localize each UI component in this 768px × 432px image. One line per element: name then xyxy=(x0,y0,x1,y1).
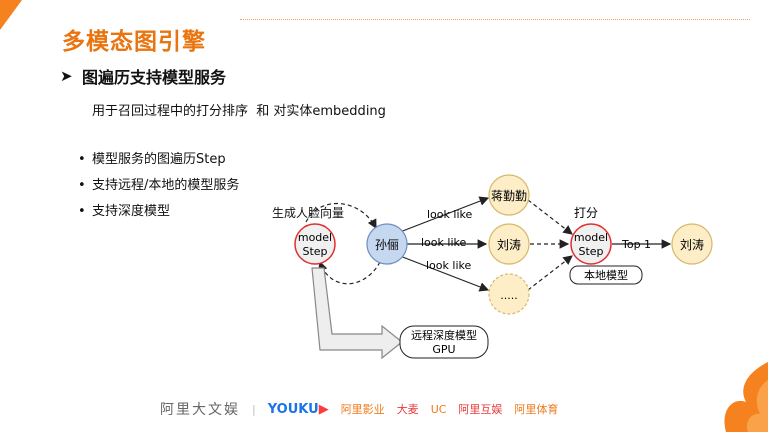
section-title: 图遍历支持模型服务 xyxy=(82,68,227,87)
node-result: 刘涛 xyxy=(671,223,713,265)
node-candidate-b: 刘涛 xyxy=(488,223,530,265)
logo-film: 阿里影业 xyxy=(340,403,385,416)
bullet-list: •模型服务的图遍历Step •支持远程/本地的模型服务 •支持深度模型 xyxy=(78,150,239,228)
edge-face-vector xyxy=(305,202,377,230)
svg-text:Step: Step xyxy=(302,245,327,258)
remote-model-box: 远程深度模型 GPU xyxy=(399,325,489,359)
svg-text:GPU: GPU xyxy=(432,343,455,356)
bullet-icon: • xyxy=(78,152,86,167)
edge-to-node-c xyxy=(399,255,490,292)
logo-sports: 阿里体育 xyxy=(514,403,559,416)
edge-c-to-model xyxy=(527,255,573,291)
svg-text:model: model xyxy=(574,231,608,244)
node-model-step-2: model Step xyxy=(570,223,612,265)
list-item: •支持远程/本地的模型服务 xyxy=(78,176,239,202)
svg-text:蒋勤勤: 蒋勤勤 xyxy=(491,189,527,203)
edge-label-face: 生成人脸向量 xyxy=(272,205,344,220)
list-item: •支持深度模型 xyxy=(78,202,239,228)
footer-logos: 阿里大文娱 | YOUKU▶ 阿里影业 大麦 UC 阿里互娱 阿里体育 xyxy=(160,398,670,420)
edge-label-lookalike: look like xyxy=(427,208,472,221)
label-local-model: 本地模型 xyxy=(569,265,643,285)
brand-logo: 阿里大文娱 xyxy=(160,402,240,418)
edge-face-vector-return xyxy=(318,260,381,285)
svg-text:Step: Step xyxy=(578,245,603,258)
logo-uc: UC xyxy=(430,402,447,416)
edge-label-top: Top 1 xyxy=(621,238,651,251)
divider: | xyxy=(252,402,256,416)
edge-label-lookalike: look like xyxy=(426,259,471,272)
node-source: 孙俪 xyxy=(366,223,408,265)
play-icon: ▶ xyxy=(318,401,329,417)
logo-games: 阿里互娱 xyxy=(458,403,503,416)
youku-logo: YOUKU▶ xyxy=(267,401,329,417)
remote-arrow xyxy=(311,267,403,360)
label-score: 打分 xyxy=(574,206,598,220)
bullet-icon: • xyxy=(78,178,86,193)
edge-to-node-a xyxy=(399,196,490,233)
title-divider xyxy=(240,19,750,20)
svg-text:孙俪: 孙俪 xyxy=(375,238,399,252)
list-item: •模型服务的图遍历Step xyxy=(78,150,239,176)
svg-text:本地模型: 本地模型 xyxy=(584,268,628,282)
svg-text:刘涛: 刘涛 xyxy=(497,237,521,252)
corner-decoration xyxy=(0,0,22,30)
svg-text:model: model xyxy=(298,231,332,244)
edge-a-to-model xyxy=(527,199,573,235)
node-model-step-1: model Step xyxy=(294,223,336,265)
node-candidate-a: 蒋勤勤 xyxy=(488,174,530,216)
node-candidate-c: ..... xyxy=(488,273,530,315)
chevron-right-icon: ➤ xyxy=(60,67,73,85)
page-title: 多模态图引擎 xyxy=(62,29,206,55)
edge-label-lookalike: look like xyxy=(421,236,466,249)
svg-text:刘涛: 刘涛 xyxy=(680,237,704,252)
svg-text:远程深度模型: 远程深度模型 xyxy=(411,328,477,342)
section-subtitle: 用于召回过程中的打分排序 和 对实体embedding xyxy=(92,104,386,119)
corner-flame-decoration xyxy=(724,362,768,432)
bullet-icon: • xyxy=(78,204,86,219)
logo-damai: 大麦 xyxy=(396,403,419,416)
svg-text:.....: ..... xyxy=(500,289,517,302)
